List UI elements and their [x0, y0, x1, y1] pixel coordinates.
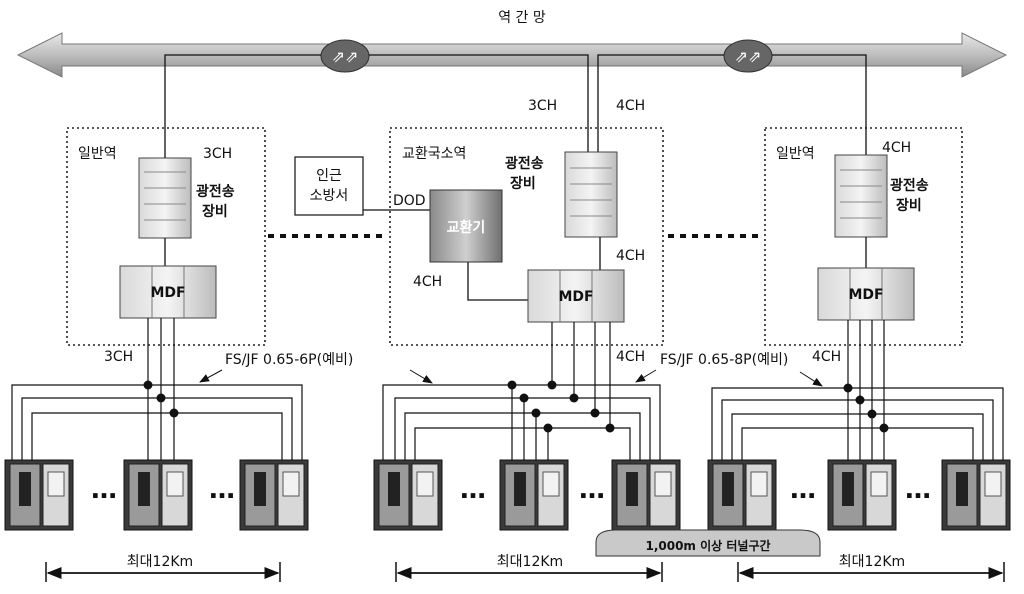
optical-transmission-equipment	[138, 157, 192, 239]
emergency-phone-booth	[707, 459, 777, 531]
ellipsis: …	[905, 475, 931, 505]
phone-booths	[4, 459, 1011, 531]
mdf-frame	[527, 269, 625, 323]
ellipsis: …	[579, 475, 605, 505]
emergency-phone-booth	[373, 459, 443, 531]
station-name: 교환국소역	[402, 146, 466, 162]
optical-transmission-equipment	[834, 154, 888, 238]
dod-label: DOD	[393, 193, 426, 209]
channel-label: 4CH	[616, 98, 645, 114]
channel-label: 4CH	[812, 349, 841, 365]
junction-dots	[143, 380, 179, 418]
optical-transmission-equipment	[564, 151, 618, 238]
emergency-phone-booth	[123, 459, 193, 531]
ellipsis: …	[460, 475, 486, 505]
emergency-phone-booth	[611, 459, 681, 531]
junction-dots	[843, 383, 889, 433]
channel-label: 3CH	[104, 349, 133, 365]
exchange-label: 교환기	[447, 219, 486, 236]
tunnel-label: 1,000m 이상 터널구간	[645, 538, 770, 553]
distance-label: 최대12Km	[497, 554, 563, 570]
cable-label-arrow	[199, 369, 223, 383]
mdf-frame	[817, 267, 915, 321]
cable-label-arrow	[409, 369, 433, 384]
distance-label: 최대12Km	[839, 554, 905, 570]
ellipsis: …	[790, 475, 816, 505]
distance-markers	[45, 562, 1005, 582]
backbone-label: 역 간 망	[498, 10, 546, 26]
station-box-center	[389, 127, 664, 346]
emergency-phone-booth	[941, 459, 1011, 531]
wiring-right	[711, 320, 1004, 460]
router-icon: ⇗⇗	[320, 39, 370, 73]
station-box-right	[764, 127, 963, 346]
junction-dots	[507, 380, 615, 433]
router-icon: ⇗⇗	[723, 39, 773, 73]
station-box-left	[66, 127, 266, 346]
cable-label: FS/JF 0.65-8P(예비)	[660, 352, 788, 368]
channel-label: 4CH	[413, 274, 442, 290]
station-name: 일반역	[78, 146, 117, 162]
emergency-phone-booth	[499, 459, 569, 531]
emergency-phone-booth	[4, 459, 74, 531]
exchange-equipment	[429, 189, 503, 263]
channel-label: 4CH	[616, 248, 645, 264]
rack-mdf-links	[164, 209, 867, 301]
feeder-lines	[164, 54, 867, 158]
cable-label-arrow	[635, 369, 657, 383]
fire-station-box	[294, 156, 364, 216]
wiring-left	[11, 318, 303, 460]
svg-text:⇗⇗: ⇗⇗	[735, 47, 762, 66]
tunnel-section-shape	[595, 529, 821, 557]
mdf-label: MDF	[150, 285, 185, 301]
svg-text:⇗⇗: ⇗⇗	[332, 47, 359, 66]
mdf-frame	[119, 265, 217, 319]
station-name: 일반역	[776, 146, 815, 162]
wiring-center	[382, 322, 661, 460]
cable-label: FS/JF 0.65-6P(예비)	[225, 352, 353, 368]
ellipsis: …	[209, 475, 235, 505]
cable-label-arrow	[799, 371, 823, 387]
channel-label: 4CH	[616, 349, 645, 365]
mdf-label: MDF	[848, 287, 883, 303]
ellipsis: …	[91, 475, 117, 505]
channel-label: 3CH	[203, 146, 232, 162]
emergency-phone-booth	[239, 459, 309, 531]
distance-label: 최대12Km	[127, 554, 193, 570]
channel-label: 4CH	[882, 140, 911, 156]
mdf-label: MDF	[558, 289, 593, 305]
emergency-phone-booth	[827, 459, 897, 531]
channel-label: 3CH	[528, 98, 557, 114]
